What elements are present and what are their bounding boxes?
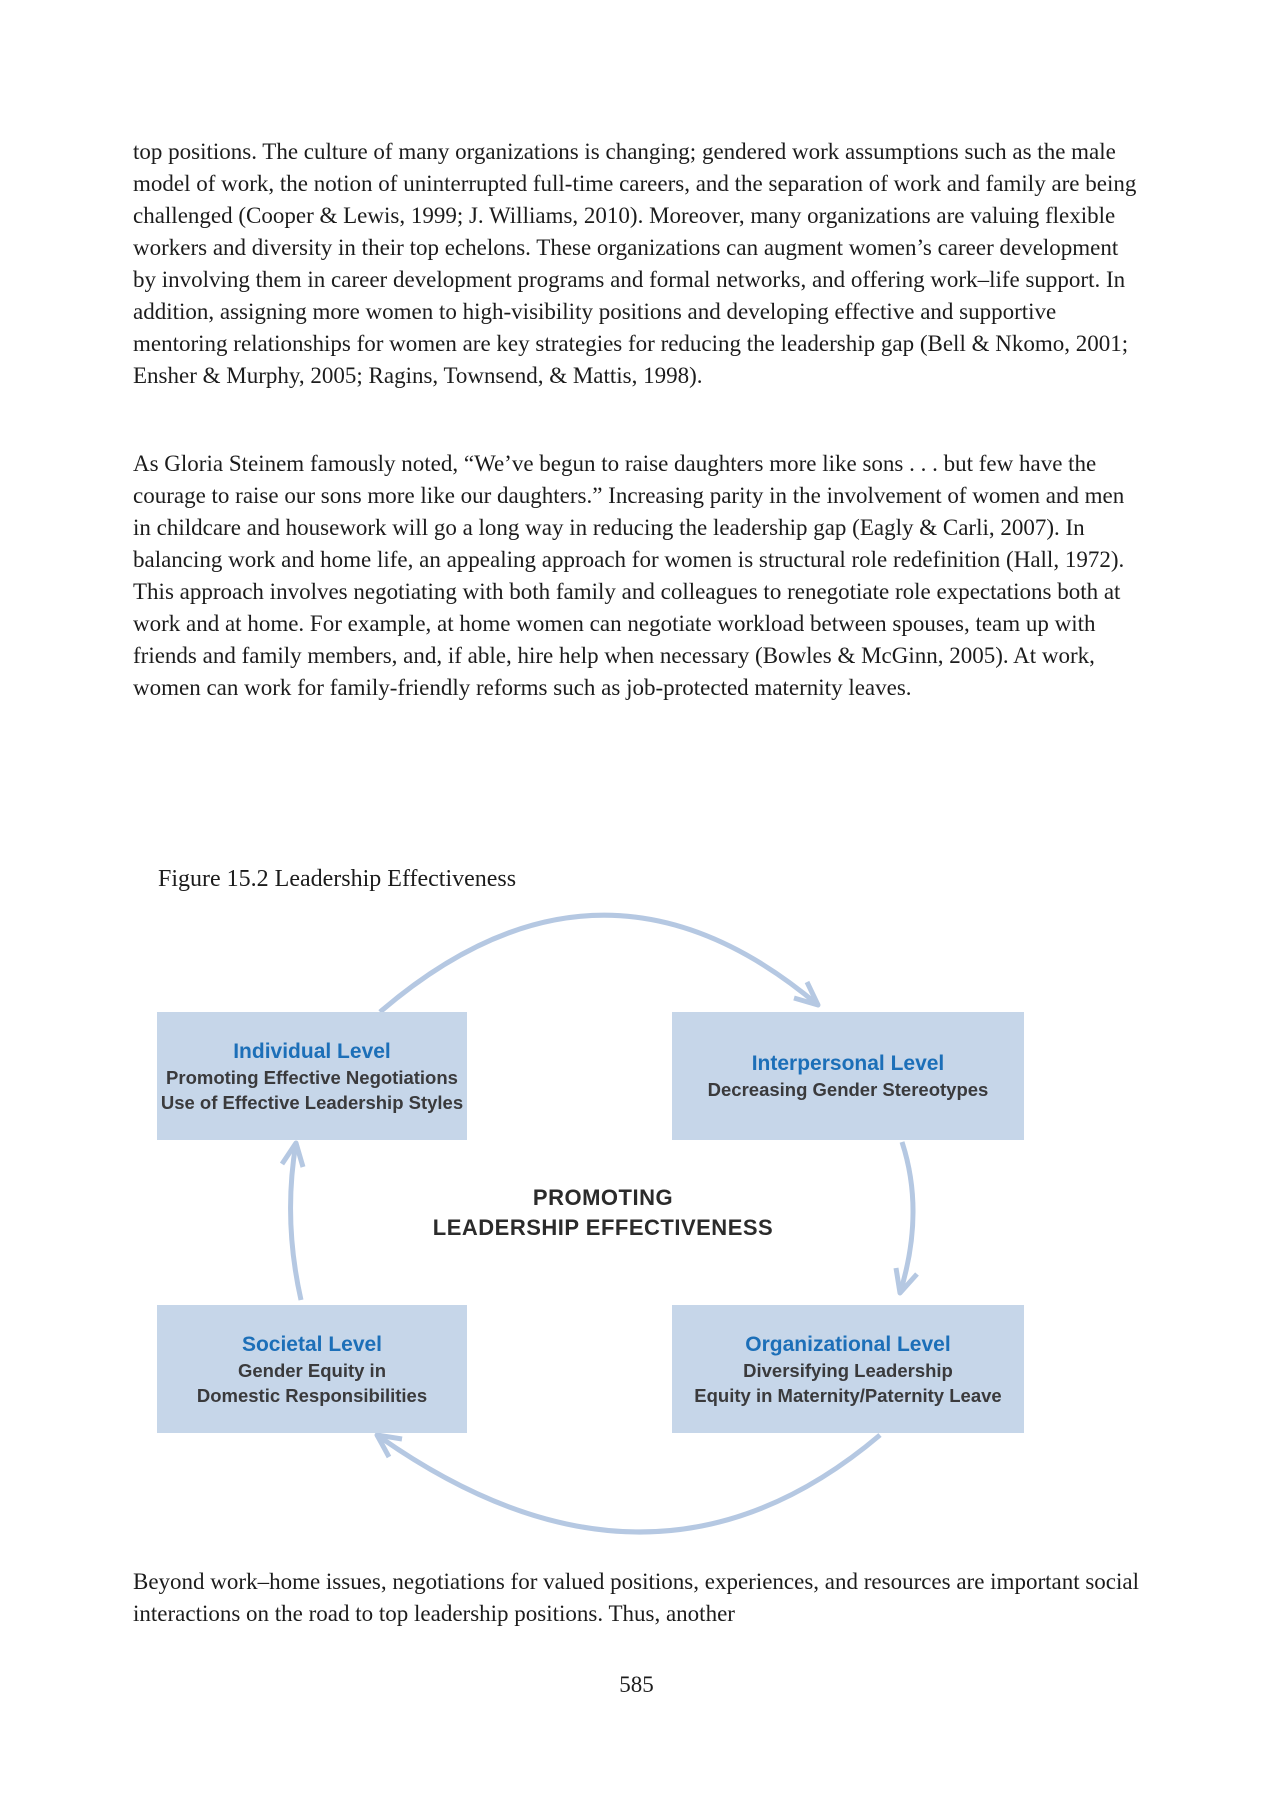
diagram-box-organizational-level: Organizational Level Diversifying Leader… <box>672 1305 1024 1433</box>
diagram-box-individual-level: Individual Level Promoting Effective Neg… <box>157 1012 467 1140</box>
diagram-box-societal-level: Societal Level Gender Equity in Domestic… <box>157 1305 467 1433</box>
box-line: Promoting Effective Negotiations <box>166 1066 458 1088</box>
box-line: Diversifying Leadership <box>743 1359 953 1381</box>
box-line: Domestic Responsibilities <box>196 1384 428 1406</box>
box-title: Interpersonal Level <box>751 1052 945 1075</box>
arrow-organizational-to-societal <box>374 1432 882 1535</box>
leadership-cycle-diagram: Individual Level Promoting Effective Neg… <box>133 900 1141 1560</box>
box-line: Use of Effective Leadership Styles <box>160 1091 464 1113</box>
body-paragraph: Beyond work–home issues, negotiations fo… <box>133 1569 1139 1626</box>
arrow-societal-to-individual <box>279 1140 306 1301</box>
box-title: Societal Level <box>241 1332 383 1356</box>
page-number: 585 <box>619 1672 654 1697</box>
box-title: Individual Level <box>233 1039 391 1063</box>
body-paragraph: top positions. The culture of many organ… <box>133 139 1137 388</box>
box-line: Equity in Maternity/Paternity Leave <box>694 1384 1002 1406</box>
box-line: Gender Equity in <box>237 1359 387 1381</box>
diagram-box-interpersonal-level: Interpersonal Level Decreasing Gender St… <box>672 1012 1024 1140</box>
arrow-interpersonal-to-organizational <box>893 1141 919 1296</box>
box-line: Decreasing Gender Stereotypes <box>707 1079 989 1100</box>
figure-caption: Figure 15.2 Leadership Effectiveness <box>158 866 517 892</box>
box-title: Organizational Level <box>745 1332 951 1356</box>
arrow-individual-to-interpersonal <box>378 912 821 1014</box>
center-label-line: PROMOTING <box>532 1185 674 1210</box>
cycle-arrows <box>279 912 919 1535</box>
body-paragraph: As Gloria Steinem famously noted, “We’ve… <box>133 451 1125 700</box>
diagram-center-label: PROMOTING LEADERSHIP EFFECTIVENESS <box>403 1183 803 1243</box>
center-label-line: LEADERSHIP EFFECTIVENESS <box>432 1215 774 1240</box>
